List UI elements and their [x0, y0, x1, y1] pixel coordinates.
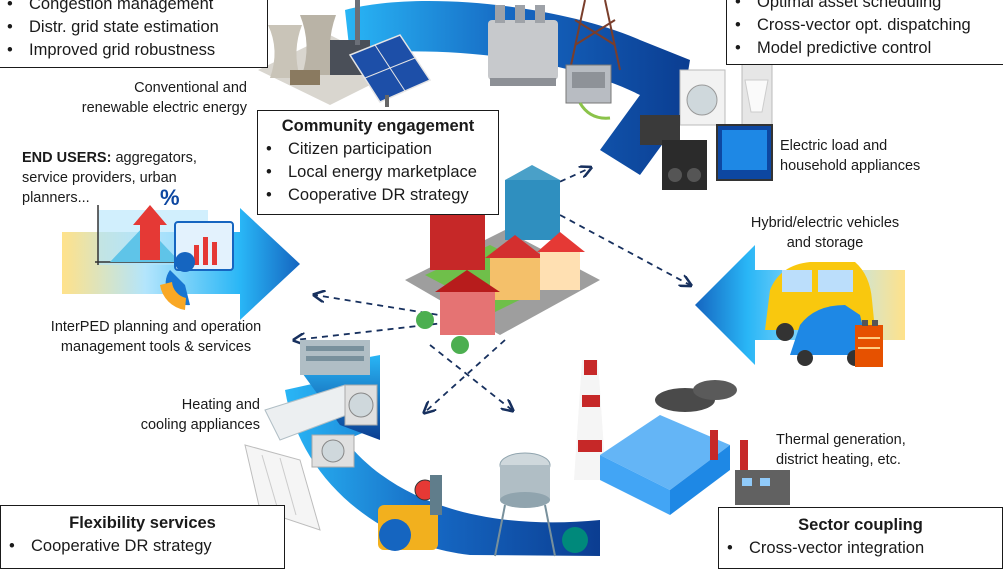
- sector-coupling-box: Sector coupling Cross-vector integration: [718, 507, 1003, 569]
- ev-storage-label: Hybrid/electric vehicles and storage: [740, 213, 910, 253]
- electric-pylon-icon: [569, 0, 621, 71]
- end-users-line-3: planners...: [22, 190, 90, 206]
- district-heating-building-icon: [600, 415, 790, 515]
- community-item-3: Cooperative DR strategy: [266, 184, 498, 207]
- thermal-generation-label: Thermal generation, district heating, et…: [776, 430, 906, 470]
- houses-district-icon: [405, 165, 600, 354]
- optimization-item-3: Model predictive control: [735, 37, 1003, 60]
- community-item-1: Citizen participation: [266, 138, 498, 161]
- grid-ops-item-3: Improved grid robustness: [7, 39, 267, 62]
- ev-label-line-2: and storage: [786, 235, 864, 251]
- community-item-2: Local energy marketplace: [266, 161, 498, 184]
- flexibility-item-1: Cooperative DR strategy: [9, 535, 284, 558]
- heating-label-line-1: Heating and: [181, 397, 260, 413]
- percent-sign: %: [160, 185, 180, 210]
- heat-pump-icon: [300, 340, 370, 375]
- analytics-dashboard-icon: [95, 205, 234, 310]
- tools-label-line-1: InterPED planning and operation: [50, 319, 262, 335]
- water-tower-icon: [494, 452, 588, 557]
- load-label-line-1: Electric load and: [780, 138, 888, 154]
- grid-ops-item-1: Congestion management: [7, 0, 267, 16]
- tools-services-label: InterPED planning and operation manageme…: [36, 317, 276, 357]
- flexibility-services-title: Flexibility services: [69, 514, 216, 532]
- energy-flow-band-top: [345, 1, 690, 175]
- optimization-item-2: Cross-vector opt. dispatching: [735, 14, 1003, 37]
- heating-cooling-label: Heating and cooling appliances: [120, 395, 260, 435]
- end-users-heading: END USERS:: [22, 150, 112, 166]
- inverter-icon: [565, 64, 612, 120]
- community-engagement-title: Community engagement: [281, 117, 475, 135]
- end-users-line-1: aggregators,: [111, 150, 197, 166]
- ev-label-line-1: Hybrid/electric vehicles: [750, 215, 900, 231]
- chimney-factory-icon: [574, 360, 737, 480]
- water-pump-icon: [378, 475, 442, 551]
- tools-label-line-2: management tools & services: [60, 339, 252, 355]
- transformer-icon: [488, 5, 558, 86]
- conventional-label-line-1: Conventional and: [134, 80, 247, 96]
- electric-vehicle-icon: [765, 262, 875, 366]
- optimization-box: Optimal asset scheduling Cross-vector op…: [726, 0, 1003, 65]
- grid-operations-box: Congestion management Distr. grid state …: [0, 0, 268, 68]
- battery-icon: [855, 320, 883, 367]
- household-appliances-icon: [640, 59, 773, 190]
- power-plant-icon: [258, 0, 400, 105]
- community-engagement-box: Community engagement Citizen participati…: [257, 110, 499, 215]
- solar-panel-icon: [348, 34, 432, 107]
- end-users-line-2: service providers, urban: [22, 170, 177, 186]
- thermal-label-line-2: district heating, etc.: [776, 452, 901, 468]
- conventional-label-line-2: renewable electric energy: [81, 100, 247, 116]
- end-users-label: END USERS: aggregators, service provider…: [22, 148, 197, 208]
- flexibility-services-box: Flexibility services Cooperative DR stra…: [0, 505, 285, 569]
- heating-label-line-2: cooling appliances: [140, 417, 260, 433]
- sector-coupling-title: Sector coupling: [798, 516, 923, 534]
- electric-load-label: Electric load and household appliances: [780, 136, 920, 176]
- thermal-label-line-1: Thermal generation,: [776, 432, 906, 448]
- optimization-item-1: Optimal asset scheduling: [735, 0, 1003, 14]
- sector-coupling-item-1: Cross-vector integration: [727, 537, 1002, 560]
- grid-ops-item-2: Distr. grid state estimation: [7, 16, 267, 39]
- conventional-renewable-label: Conventional and renewable electric ener…: [72, 78, 247, 118]
- load-label-line-2: household appliances: [780, 158, 921, 174]
- air-conditioner-icon: [264, 384, 378, 468]
